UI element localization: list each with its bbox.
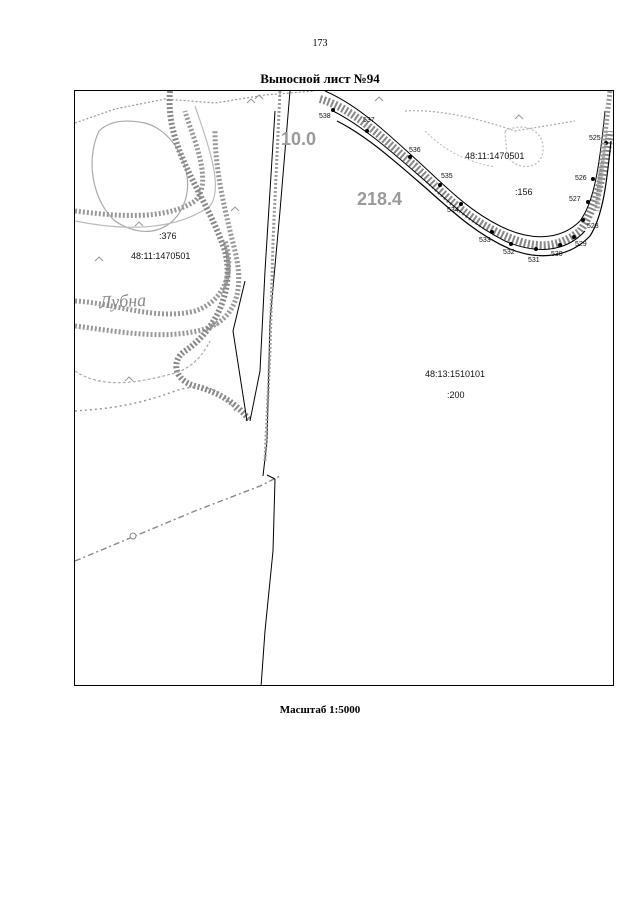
point-label: 536 [409, 147, 421, 154]
point-label: 538 [319, 113, 331, 120]
point-label: 525 [589, 135, 601, 142]
point-label: 527 [569, 196, 581, 203]
point-label: 537 [363, 117, 375, 124]
point-label: 530 [551, 251, 563, 258]
scale-caption: Масштаб 1:5000 [279, 704, 361, 716]
page-number: 173 [312, 38, 328, 49]
sheet-title: Выносной лист №94 [260, 71, 380, 86]
river-name: Лубна [98, 289, 147, 313]
point-label: 529 [575, 241, 587, 248]
point-label: 531 [528, 257, 540, 264]
point-label: 526 [575, 175, 587, 182]
parcel-upper-right-sub: :156 [515, 187, 533, 197]
point-label: 533 [479, 237, 491, 244]
parcel-lower-sub: :200 [447, 390, 465, 400]
parcel-upper-right-number: 48:11:1470501 [465, 151, 525, 161]
elevation-mark: 218.4 [357, 189, 403, 209]
point-label: 528 [587, 223, 599, 230]
contour-value: 10.0 [281, 129, 317, 149]
point-label: 535 [441, 173, 453, 180]
parcel-lower-number: 48:13:1510101 [425, 369, 486, 379]
map-frame: 10.0 218.4 Лубна 48:11:1470501 :156 :376… [74, 90, 614, 686]
point-label: 532 [503, 249, 515, 256]
map-drawing [75, 91, 613, 685]
parcel-left-sub: :376 [159, 231, 177, 241]
point-label: 534 [447, 207, 459, 214]
parcel-left-number: 48:11:1470501 [131, 251, 191, 261]
